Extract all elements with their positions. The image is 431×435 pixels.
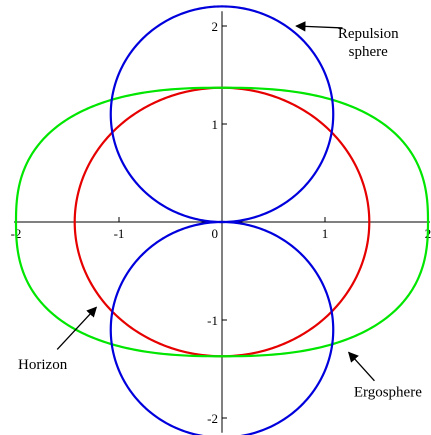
annotation-line: Ergosphere	[354, 384, 422, 400]
annotation-arrow	[295, 21, 343, 32]
annotation-line: sphere	[349, 44, 388, 60]
ergosphere-annotation: Ergosphere	[347, 351, 422, 400]
annotation-text: Repulsion sphere	[338, 26, 399, 60]
x-tick-label: 1	[322, 226, 329, 241]
annotation-arrow	[347, 351, 375, 382]
y-tick-label: 1	[212, 117, 219, 132]
annotation-line: Repulsion	[338, 26, 399, 42]
repulsion-sphere-annotation: Repulsion sphere	[295, 21, 399, 60]
y-tick-label: -2	[207, 411, 218, 426]
plot-curves	[14, 5, 430, 435]
y-tick-label: -1	[207, 313, 218, 328]
annotation-text: Horizon	[18, 357, 68, 373]
ergosphere-curve	[14, 86, 430, 358]
annotation-line: Horizon	[18, 357, 68, 373]
x-tick-label: 0	[212, 226, 219, 241]
x-tick-label: -1	[114, 226, 125, 241]
horizon-curve	[73, 86, 371, 358]
y-tick-label: 2	[212, 19, 219, 34]
annotation-text: Ergosphere	[354, 384, 422, 400]
annotation-arrow	[56, 306, 98, 350]
repulsion-sphere-lower	[109, 220, 335, 435]
horizon-annotation: Horizon	[18, 306, 98, 373]
repulsion-sphere-upper	[109, 5, 335, 224]
